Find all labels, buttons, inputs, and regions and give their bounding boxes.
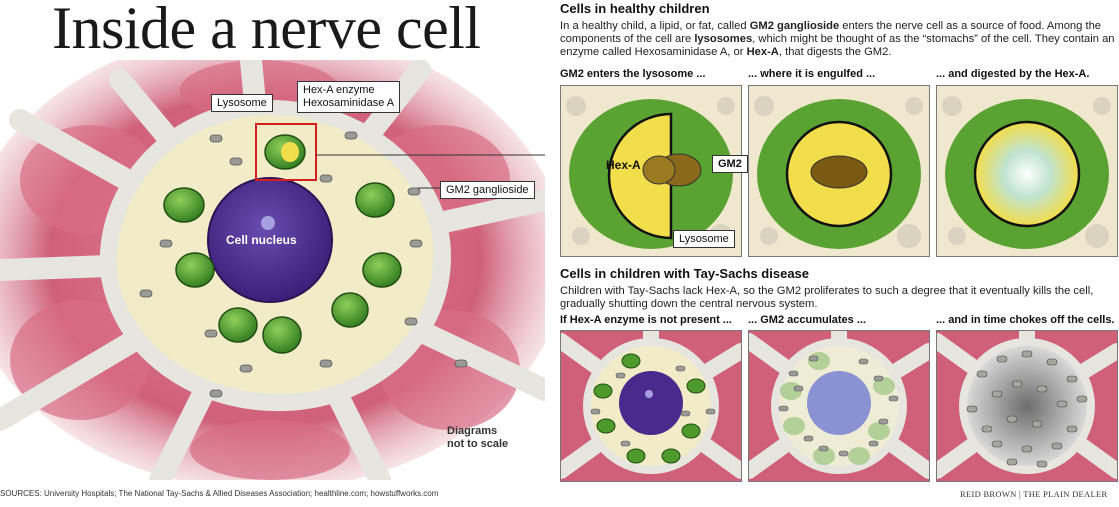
scale-note: Diagrams not to scale (447, 425, 508, 451)
healthy-heading: Cells in healthy children (560, 1, 710, 16)
taysachs-panel-3 (936, 330, 1118, 482)
healthy-text-4: , that digests the GM2. (778, 46, 892, 58)
healthy-gm2-label: GM2 (712, 155, 748, 173)
page-title: Inside a nerve cell (52, 0, 481, 61)
healthy-text-1: In a healthy child, a lipid, or fat, cal… (560, 20, 750, 32)
taysachs-panel-2 (748, 330, 930, 482)
scale-note-line1: Diagrams (447, 425, 498, 437)
healthy-description: In a healthy child, a lipid, or fat, cal… (560, 20, 1115, 59)
gm2-ganglioside-label: GM2 ganglioside (440, 181, 535, 199)
scale-note-line2: not to scale (447, 438, 509, 450)
taysachs-panel-3-caption: ... and in time chokes off the cells. (936, 314, 1115, 326)
healthy-hexa-label: Hex-A (606, 158, 641, 172)
healthy-text-2: enters the nerve cell as a source of foo… (560, 20, 1102, 45)
taysachs-panel-2-caption: ... GM2 accumulates ... (748, 314, 866, 326)
healthy-panel-2-caption: ... where it is engulfed ... (748, 68, 876, 80)
healthy-text-3: , which might be thought of as the “stom… (560, 33, 1115, 58)
taysachs-heading: Cells in children with Tay-Sachs disease (560, 266, 810, 281)
healthy-panel-1-caption: GM2 enters the lysosome ... (560, 68, 706, 80)
healthy-panel-3-caption: ... and digested by the Hex-A. (936, 68, 1090, 80)
healthy-panel-3 (936, 85, 1118, 257)
healthy-text-gm2: GM2 ganglioside (749, 20, 840, 32)
taysachs-panel-1 (560, 330, 742, 482)
cell-nucleus-label: Cell nucleus (226, 233, 297, 247)
healthy-lysosome-label: Lysosome (673, 230, 735, 248)
taysachs-description: Children with Tay-Sachs lack Hex-A, so t… (560, 285, 1094, 310)
healthy-panel-1 (560, 85, 742, 257)
artist-credit: REID BROWN | THE PLAIN DEALER (960, 489, 1108, 499)
taysachs-panel-1-caption: If Hex-A enzyme is not present ... (560, 314, 732, 326)
hexa-enzyme-label-line2: Hexosaminidase A (303, 97, 395, 109)
healthy-text-lysosomes: lysosomes (694, 33, 753, 45)
hexa-enzyme-label: Hex-A enzyme Hexosaminidase A (297, 81, 401, 113)
nerve-cell-diagram (0, 30, 565, 491)
hexa-enzyme-label-line1: Hex-A enzyme (303, 84, 375, 96)
healthy-panel-2 (748, 85, 930, 257)
lysosome-label: Lysosome (211, 94, 273, 112)
sources-credit: SOURCES: University Hospitals; The Natio… (0, 489, 439, 498)
healthy-text-hexa: Hex-A (746, 46, 779, 58)
